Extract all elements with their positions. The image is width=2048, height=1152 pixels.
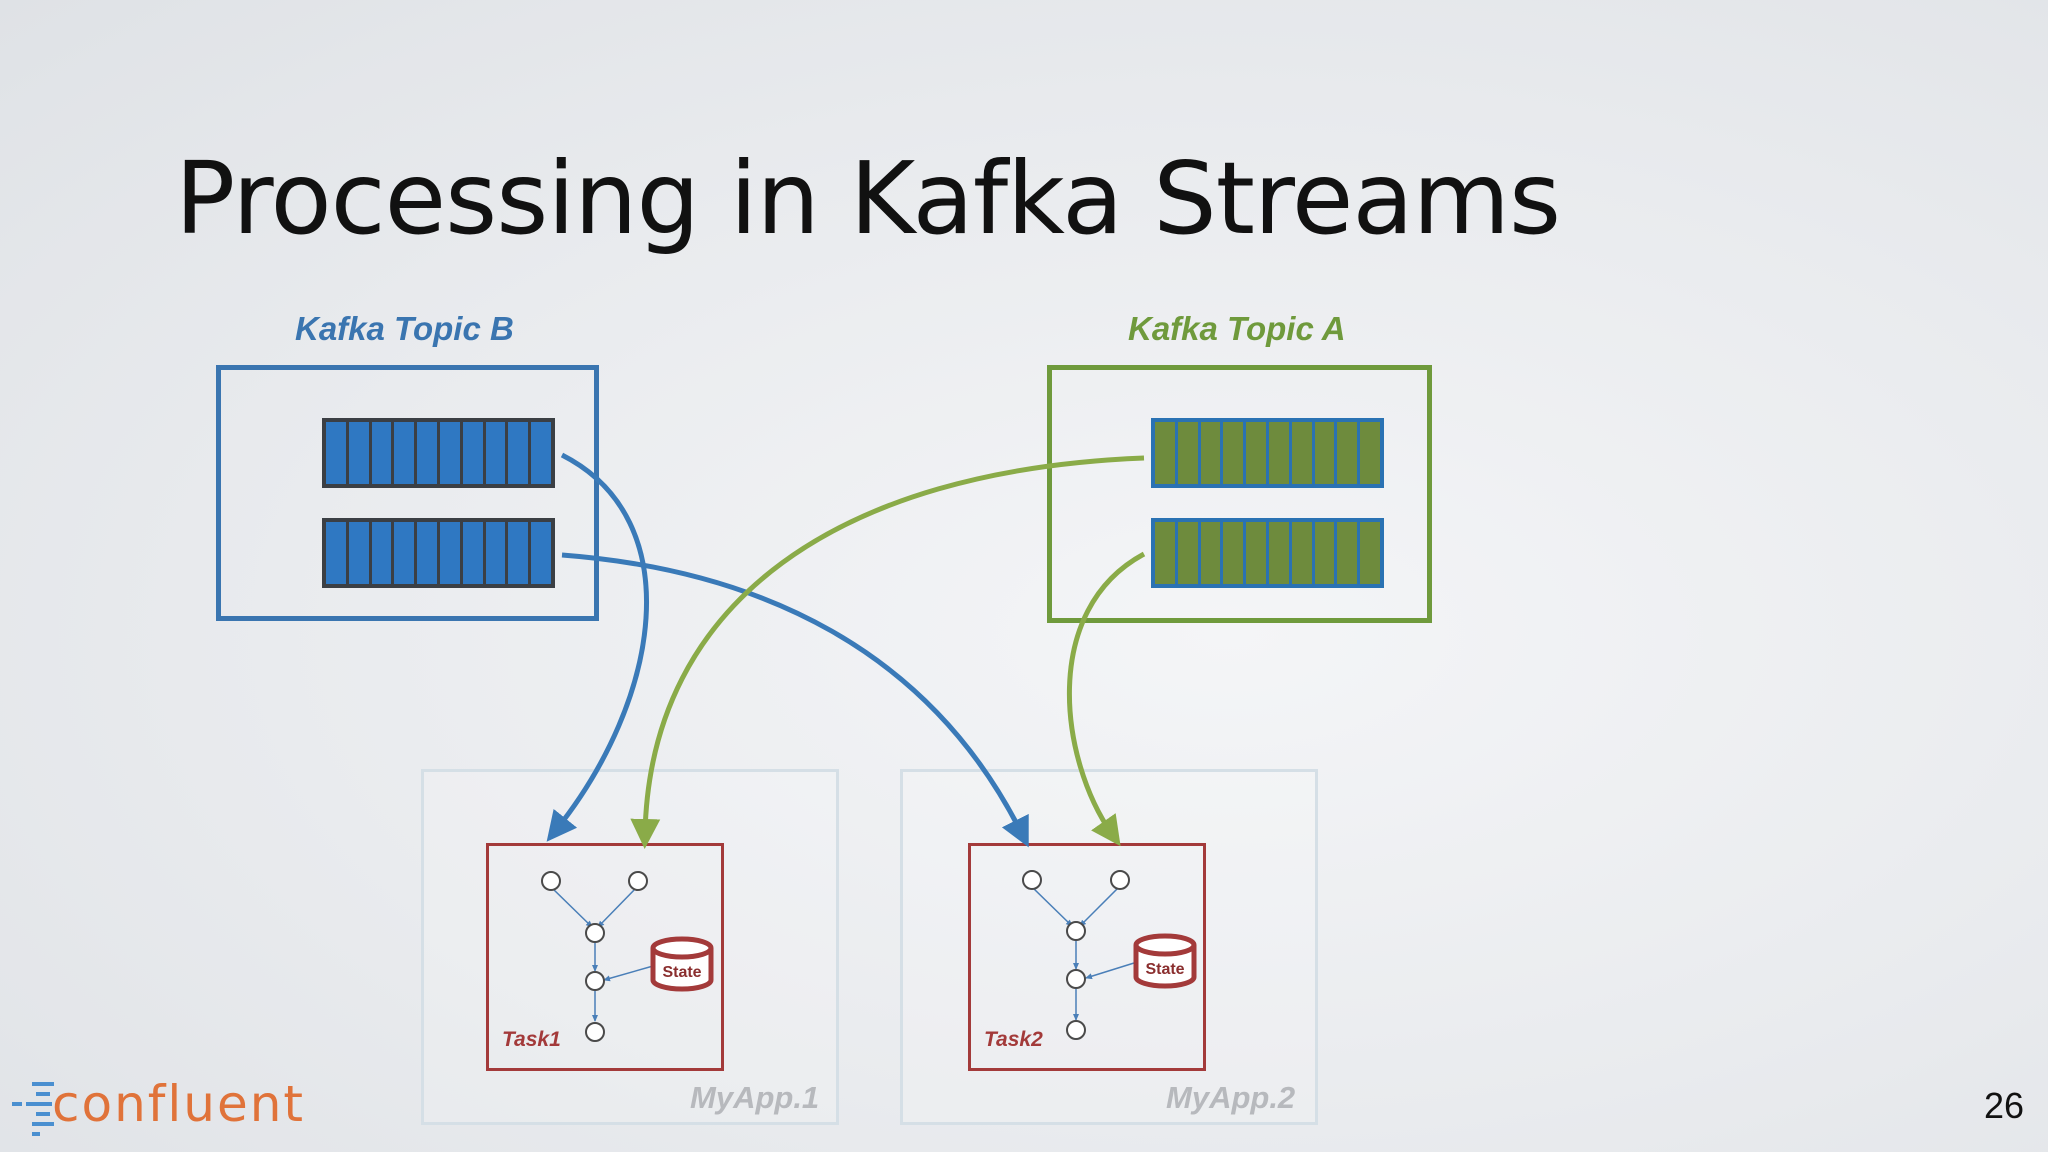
task-2-label: Task2 (984, 1028, 1043, 1051)
topic-b-partition-2 (322, 518, 555, 588)
topic-a-partition-1 (1151, 418, 1384, 488)
task-1-topology (550, 886, 654, 1022)
task-2-state-label: State (1145, 961, 1184, 978)
task-2-processor-node (1066, 921, 1086, 941)
confluent-logo-text: confluent (52, 1075, 306, 1133)
slide-title: Processing in Kafka Streams (175, 140, 1561, 257)
arrow-b2-to-task2 (561, 552, 1029, 848)
task-2-source-node (1022, 870, 1042, 890)
page-number: 26 (1984, 1085, 2025, 1126)
task-2-box (968, 843, 1206, 1071)
topic-b-partition-1 (322, 418, 555, 488)
myapp-1-box (421, 769, 839, 1125)
topic-b-box (216, 365, 599, 621)
arrow-b1-to-task1 (546, 452, 649, 842)
confluent-logo-icon (12, 1082, 54, 1136)
task-1-label: Task1 (502, 1028, 561, 1051)
task-1-source-node (628, 871, 648, 891)
task-2-processor-node (1066, 969, 1086, 989)
task-2-state-store-icon (1133, 933, 1197, 989)
task-1-processor-node (585, 923, 605, 943)
task-1-source-node (541, 871, 561, 891)
task-1-state-store-icon (650, 936, 714, 992)
topic-a-label: Kafka Topic A (1128, 310, 1346, 347)
task-2-source-node (1110, 870, 1130, 890)
task-2-topology (1031, 886, 1135, 1021)
arrow-a2-to-task2 (1066, 551, 1146, 847)
arrow-a1-to-task1 (630, 455, 1145, 849)
topic-b-label: Kafka Topic B (295, 310, 514, 347)
myapp-2-label: MyApp.2 (1166, 1080, 1296, 1115)
topic-a-partition-2 (1151, 518, 1384, 588)
topic-a-box (1047, 365, 1432, 623)
task-2-sink-node (1066, 1020, 1086, 1040)
task-1-box (486, 843, 724, 1071)
task-1-processor-node (585, 971, 605, 991)
task-1-sink-node (585, 1022, 605, 1042)
task-1-state-label: State (662, 964, 701, 981)
myapp-1-label: MyApp.1 (690, 1080, 820, 1115)
